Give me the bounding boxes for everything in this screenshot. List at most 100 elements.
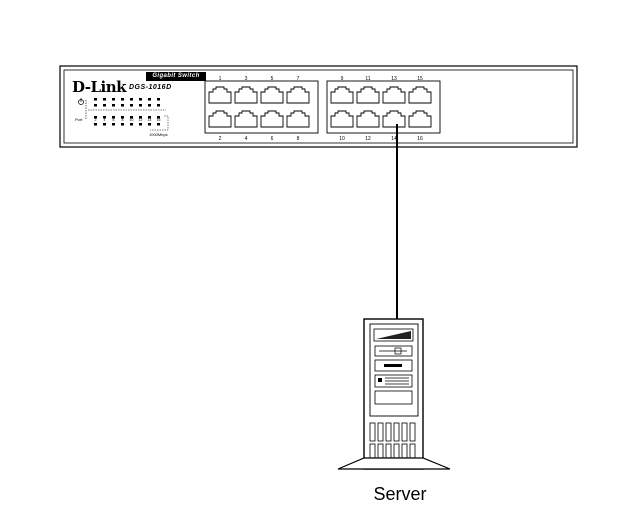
- led-port-number: 4: [104, 118, 106, 122]
- server-label: Server: [373, 484, 427, 504]
- server-vent-slot: [377, 422, 384, 442]
- server-vent-slot: [377, 443, 384, 459]
- led-port-label: Port: [75, 117, 83, 122]
- status-led: [121, 116, 124, 119]
- led-port-number: 12: [139, 118, 143, 122]
- ethernet-port-11: [356, 86, 380, 104]
- server-vent-slot: [393, 422, 400, 442]
- status-led: [112, 98, 115, 101]
- port-group-right: [326, 80, 441, 134]
- status-led: [139, 104, 142, 107]
- port-number-label: 3: [245, 76, 248, 82]
- status-led: [112, 104, 115, 107]
- status-led: [157, 116, 160, 119]
- switch-model: DGS-1016D: [129, 84, 172, 91]
- port-number-label: 10: [339, 136, 345, 142]
- server-vent-slot: [385, 422, 392, 442]
- server-vent-slot: [369, 422, 376, 442]
- speed-label: 1000Mbps: [149, 132, 168, 137]
- status-led: [103, 123, 106, 126]
- switch-inner-frame: [63, 69, 574, 144]
- status-led: [148, 98, 151, 101]
- status-led: [148, 123, 151, 126]
- server-device: [337, 318, 451, 470]
- ethernet-port-5: [260, 86, 284, 104]
- port-number-label: 8: [297, 136, 300, 142]
- status-led: [139, 116, 142, 119]
- status-led: [94, 98, 97, 101]
- status-led: [148, 104, 151, 107]
- port-number-label: 13: [391, 76, 397, 82]
- led-port-number: 14: [148, 118, 152, 122]
- status-led: [121, 123, 124, 126]
- ethernet-port-1: [208, 86, 232, 104]
- status-led: [157, 98, 160, 101]
- ethernet-port-8: [286, 110, 310, 128]
- ethernet-port-14: [382, 110, 406, 128]
- status-led: [157, 123, 160, 126]
- status-led: [130, 98, 133, 101]
- port-number-label: 2: [219, 136, 222, 142]
- status-led: [139, 123, 142, 126]
- status-led: [94, 123, 97, 126]
- ethernet-port-7: [286, 86, 310, 104]
- server-front-panel: [369, 323, 419, 417]
- ethernet-port-10: [330, 110, 354, 128]
- server-blank-bay: [374, 390, 413, 405]
- server-vent-slot: [401, 422, 408, 442]
- ethernet-port-4: [234, 110, 258, 128]
- led-port-number: 2: [95, 118, 97, 122]
- port-number-label: 1: [219, 76, 222, 82]
- led-port-number: 8: [122, 118, 124, 122]
- ethernet-port-3: [234, 86, 258, 104]
- switch-brand-logo: D-Link: [72, 78, 127, 96]
- status-led: [157, 104, 160, 107]
- led-port-number: 6: [113, 118, 115, 122]
- switch-banner: Gigabit Switch: [146, 72, 206, 81]
- status-led: [103, 98, 106, 101]
- ethernet-port-13: [382, 86, 406, 104]
- server-vent-slot: [401, 443, 408, 459]
- status-led: [139, 98, 142, 101]
- ethernet-port-6: [260, 110, 284, 128]
- status-led: [94, 104, 97, 107]
- led-panel: Port 2 4 6 8 10 12 14 16 1000Mbps: [75, 98, 169, 137]
- led-port-number: 10: [130, 118, 134, 122]
- switch-outer-frame: [59, 65, 578, 148]
- server-base: [337, 457, 451, 470]
- status-led: [130, 116, 133, 119]
- status-led: [121, 98, 124, 101]
- port-group-left-frame: [204, 80, 319, 134]
- port-number-label: 16: [417, 136, 423, 142]
- port-number-label: 12: [365, 136, 371, 142]
- server-vent-slot: [409, 422, 416, 442]
- status-led: [112, 116, 115, 119]
- port-number-label: 7: [297, 76, 300, 82]
- status-led: [112, 123, 115, 126]
- port-number-label: 9: [341, 76, 344, 82]
- server-drive-slot: [376, 331, 411, 339]
- status-led: [130, 123, 133, 126]
- port-number-label: 5: [271, 76, 274, 82]
- server-vent-slot: [385, 443, 392, 459]
- led-port-number: 16: [157, 118, 161, 122]
- port-group-left: [204, 80, 319, 134]
- status-led: [103, 116, 106, 119]
- ethernet-port-12: [356, 110, 380, 128]
- server-vents: [369, 422, 416, 459]
- ethernet-port-9: [330, 86, 354, 104]
- status-led: [121, 104, 124, 107]
- port-number-label: 14: [391, 136, 397, 142]
- port-number-label: 15: [417, 76, 423, 82]
- status-led: [103, 104, 106, 107]
- status-led: [130, 104, 133, 107]
- status-led: [148, 116, 151, 119]
- ethernet-port-15: [408, 86, 432, 104]
- server-vent-slot: [409, 443, 416, 459]
- ethernet-port-2: [208, 110, 232, 128]
- port-number-label: 6: [271, 136, 274, 142]
